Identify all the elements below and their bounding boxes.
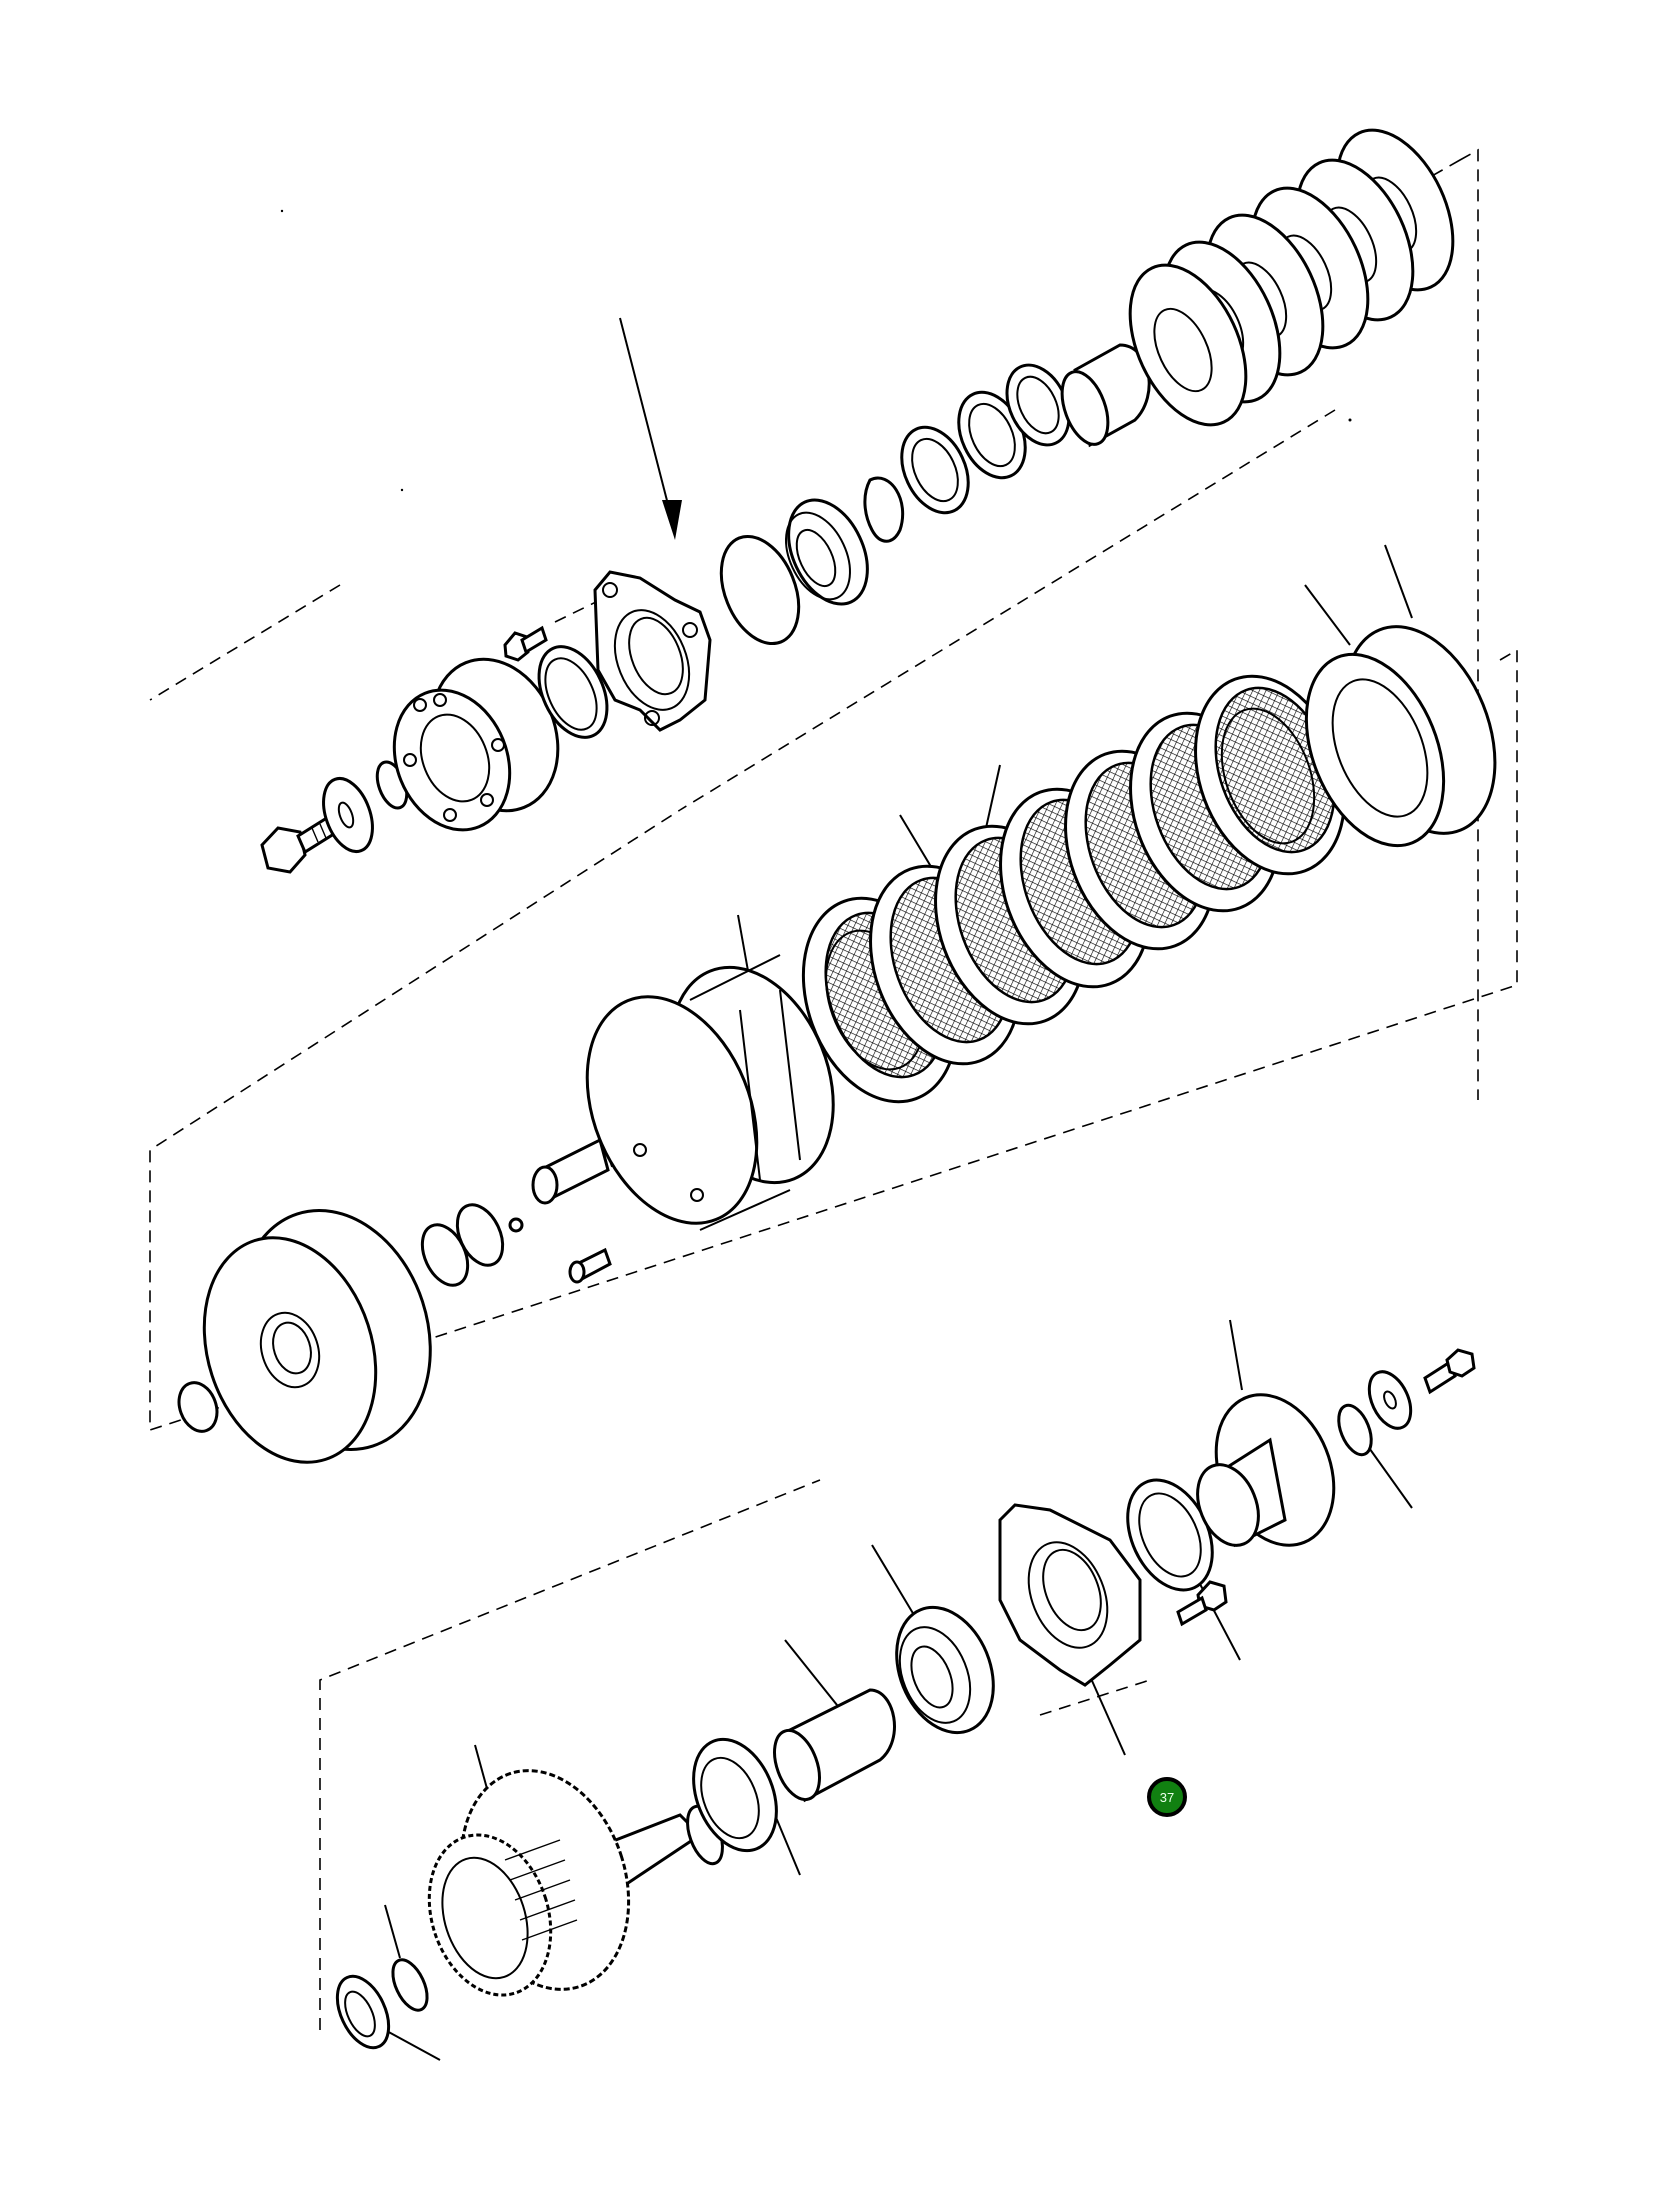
seal-ring [537,645,609,739]
disc-springs [1128,128,1455,427]
bearing-cover [998,1503,1142,1687]
gear-shaft [427,1769,724,1997]
washer [322,777,374,853]
snap-ring [863,476,905,543]
sleeve [773,1688,896,1803]
assembly-arrow [619,317,673,521]
plug [508,1217,524,1233]
cover-bolt [1176,1580,1228,1627]
o-ring [1337,1403,1373,1457]
small-bolt [503,599,601,662]
o-ring-small [177,1381,219,1433]
clutch-pack-group [149,544,1518,1464]
ball-bearing [785,498,869,606]
clutch-drum-shaft [531,954,835,1231]
upper-shaft-group [149,128,1479,1100]
callout-label: 37 [1159,1789,1175,1805]
spacer-rings [900,363,1071,515]
clutch-discs [801,674,1346,1104]
bearing-housing [593,570,712,732]
roller-bearing [335,1974,391,2050]
arrow-head-icon [662,500,682,540]
callout-marker-37[interactable]: 37 [1147,1777,1187,1817]
piston [202,1209,432,1464]
lower-group-boundary [319,1479,1151,2030]
ball-bearing [895,1605,995,1735]
lower-gear-group [319,1319,1476,2061]
hex-bolt [1423,1348,1476,1395]
hex-bolt [260,813,339,874]
snap-ring [455,1203,505,1267]
flange-hub [1196,1393,1336,1548]
o-ring-large [719,534,801,646]
snap-ring [391,1958,429,2012]
washer [1367,1370,1413,1430]
seal [1126,1478,1214,1592]
dowel-pin [568,1247,612,1284]
flange-hub [392,657,560,832]
ball-bearing [692,1737,778,1853]
pressure-plate [1304,625,1497,848]
bushing [1060,343,1151,448]
